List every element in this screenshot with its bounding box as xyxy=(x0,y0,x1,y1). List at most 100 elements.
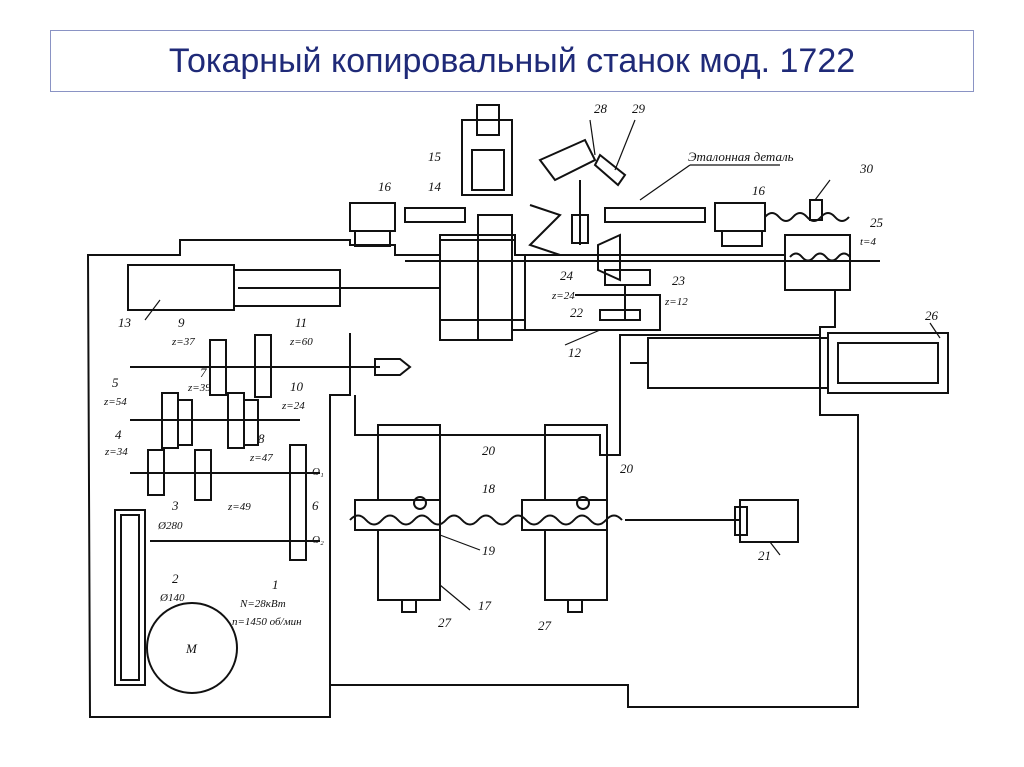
label-11: 11 xyxy=(295,315,307,330)
label-29: 29 xyxy=(632,101,646,116)
label-d140: Ø140 xyxy=(159,592,185,604)
label-16b: 16 xyxy=(752,183,766,198)
label-7: 7 xyxy=(200,365,207,380)
cylinder-21 xyxy=(739,499,799,543)
pulley-280 xyxy=(114,509,146,686)
gear-9 xyxy=(209,339,227,396)
label-z47: z=47 xyxy=(249,452,273,464)
screw-27-left xyxy=(401,599,417,613)
label-speed: n=1450 об/мин xyxy=(232,616,302,628)
label-17: 17 xyxy=(478,598,492,613)
label-1: 1 xyxy=(272,577,279,592)
cylinder-26-head xyxy=(827,332,949,394)
gear-10b xyxy=(243,399,259,446)
gear-23 xyxy=(604,269,651,286)
head-15-cap xyxy=(476,104,500,136)
label-13: 13 xyxy=(118,315,132,330)
worm-22 xyxy=(599,309,641,321)
label-18: 18 xyxy=(482,481,496,496)
nut-20-right xyxy=(576,496,590,510)
tool-30 xyxy=(809,199,823,221)
bed-outline xyxy=(86,234,859,718)
tailstock-16-right-base xyxy=(721,230,763,247)
label-23: 23 xyxy=(672,273,686,288)
label-etalon: Эталонная деталь xyxy=(688,149,794,164)
leadscrew-18 xyxy=(349,514,623,526)
slide-17-right-bottom xyxy=(544,529,608,601)
head-15-inner xyxy=(471,149,505,191)
slide-17-left-top xyxy=(377,424,441,501)
label-z24a: z=24 xyxy=(281,400,305,412)
label-d280: Ø280 xyxy=(157,520,183,532)
nut-20-left xyxy=(413,496,427,510)
label-z49: z=49 xyxy=(227,501,251,513)
workpiece-left xyxy=(404,207,466,223)
slide-17-left-bottom xyxy=(377,529,441,601)
cylinder-26-barrel xyxy=(647,337,829,389)
label-z39: z=39 xyxy=(187,382,211,394)
thread-25 xyxy=(789,252,851,262)
label-8: 8 xyxy=(258,431,265,446)
screw-27-right xyxy=(567,599,583,613)
thread-right xyxy=(764,212,850,222)
etalon-leader xyxy=(639,164,691,201)
tracer-28 xyxy=(538,138,597,182)
bevel-gear-24 xyxy=(597,233,621,282)
label-z54: z=54 xyxy=(103,396,127,408)
label-z60: z=60 xyxy=(289,336,313,348)
label-6: 6 xyxy=(312,498,319,513)
label-9: 9 xyxy=(178,315,185,330)
belt-inner xyxy=(120,514,140,681)
label-25: 25 xyxy=(870,215,884,230)
label-t4: t=4 xyxy=(860,236,876,248)
label-motor: М xyxy=(185,641,198,656)
label-19: 19 xyxy=(482,543,496,558)
slide-17-right-top xyxy=(544,424,608,501)
cylinder-13 xyxy=(127,264,235,311)
leader-13 xyxy=(144,299,161,321)
cutter-symbol xyxy=(528,204,562,256)
label-10: 10 xyxy=(290,379,304,394)
gear-6 xyxy=(289,444,307,561)
bed-inner-mid xyxy=(354,395,621,456)
bed-inner-right xyxy=(619,334,820,395)
bracket-25 xyxy=(784,234,851,291)
label-21: 21 xyxy=(758,548,771,563)
label-24: 24 xyxy=(560,268,574,283)
label-30: 30 xyxy=(859,161,874,176)
head-15-top xyxy=(461,119,513,196)
cylinder-21-cap xyxy=(734,506,748,536)
label-20a: 20 xyxy=(482,443,496,458)
leader-28 xyxy=(589,119,596,156)
tailstock-16-right xyxy=(714,202,766,232)
slide-17-right-body xyxy=(521,499,608,531)
label-22: 22 xyxy=(570,305,584,320)
label-2: 2 xyxy=(172,571,179,586)
label-16a: 16 xyxy=(378,179,392,194)
label-z24b: z=24 xyxy=(551,290,575,302)
spindle-nose xyxy=(374,358,412,376)
lever-29 xyxy=(593,153,627,187)
label-3: 3 xyxy=(171,498,179,513)
bed-inner-left xyxy=(329,333,351,685)
label-27a: 27 xyxy=(438,615,452,630)
label-28: 28 xyxy=(594,101,608,116)
leader-21 xyxy=(769,541,781,556)
label-o2: О₂ xyxy=(312,534,324,546)
slide-17-left-body xyxy=(354,499,441,531)
slide-14 xyxy=(477,214,513,341)
leader-26 xyxy=(929,322,941,339)
label-z12: z=12 xyxy=(664,296,688,308)
label-12: 12 xyxy=(568,345,582,360)
label-z37: z=37 xyxy=(171,336,195,348)
leader-17 xyxy=(439,584,471,611)
gear-7 xyxy=(177,399,193,446)
lathe-kinematic-diagram: 15 16 14 28 29 Эталонная деталь 16 30 25… xyxy=(86,101,949,718)
label-o1: О₁ xyxy=(312,466,324,478)
page-title: Токарный копировальный станок мод. 1722 xyxy=(168,41,856,80)
etalon-part xyxy=(604,207,706,223)
title-frame: Токарный копировальный станок мод. 1722 xyxy=(50,30,974,92)
carriage-12 xyxy=(439,294,661,340)
gear-8 xyxy=(194,449,212,501)
leader-30 xyxy=(814,179,831,201)
